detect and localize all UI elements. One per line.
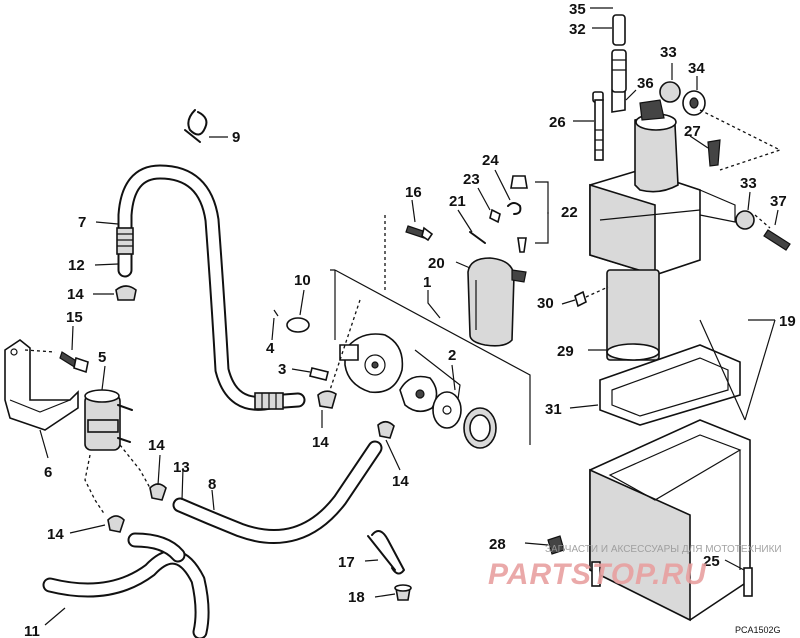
push-rods — [592, 14, 627, 161]
callout-29: 29 — [557, 343, 574, 360]
callout-14d: 14 — [148, 437, 165, 454]
callout-1: 1 — [423, 274, 431, 291]
callout-19: 19 — [779, 313, 796, 330]
callout-3: 3 — [278, 361, 286, 378]
watermark-caption: ЗАПЧАСТИ И АКСЕССУАРЫ ДЛЯ МОТОТЕХНИКИ — [545, 544, 782, 555]
callout-26: 26 — [549, 114, 566, 131]
callout-34: 34 — [688, 60, 705, 77]
callout-5: 5 — [98, 349, 106, 366]
callout-37: 37 — [770, 193, 787, 210]
callout-10: 10 — [294, 272, 311, 289]
bracket-screw-15 — [59, 351, 89, 374]
hose-clamp-9 — [184, 109, 208, 143]
callout-21: 21 — [449, 193, 466, 210]
watermark-brand: PARTSTOP.RU — [488, 558, 707, 591]
callout-13: 13 — [173, 459, 190, 476]
screw-30 — [574, 286, 609, 308]
grommets-and-bolts — [659, 81, 791, 251]
callout-15: 15 — [66, 309, 83, 326]
callout-31: 31 — [545, 401, 562, 418]
leader-lines — [39, 7, 779, 626]
callout-20: 20 — [428, 255, 445, 272]
fuel-pump-assembly-1 — [273, 215, 531, 449]
callout-labels: 35 32 33 34 36 26 27 33 37 9 7 12 14 15 … — [24, 1, 796, 638]
callout-14e: 14 — [47, 526, 64, 543]
callout-33b: 33 — [740, 175, 757, 192]
callout-28: 28 — [489, 536, 506, 553]
callout-35: 35 — [569, 1, 586, 18]
small-fasteners — [405, 175, 549, 253]
callout-14c: 14 — [392, 473, 409, 490]
callout-16: 16 — [405, 184, 422, 201]
filter-bracket-6 — [4, 339, 79, 431]
callout-36: 36 — [637, 75, 654, 92]
callout-32: 32 — [569, 21, 586, 38]
callout-4: 4 — [266, 340, 275, 357]
callout-14b: 14 — [312, 434, 329, 451]
callout-7: 7 — [78, 214, 86, 231]
fuel-hose-8 — [172, 440, 383, 544]
vapor-separator-assembly — [589, 87, 736, 361]
housing-19 — [547, 319, 776, 622]
callout-30: 30 — [537, 295, 554, 312]
gasket-31 — [599, 344, 741, 426]
callout-2: 2 — [448, 347, 456, 364]
callout-33: 33 — [660, 44, 677, 61]
callout-12: 12 — [68, 257, 85, 274]
fuel-hose-11 — [42, 532, 210, 638]
cover-20 — [467, 257, 527, 347]
callout-25: 25 — [703, 553, 720, 570]
watermark: ЗАПЧАСТИ И АКСЕССУАРЫ ДЛЯ МОТОТЕХНИКИ PA… — [488, 544, 782, 591]
callout-8: 8 — [208, 476, 216, 493]
hose-clamp-14 — [107, 285, 395, 533]
callout-17: 17 — [338, 554, 355, 571]
fuel-hose-7 — [116, 164, 306, 411]
callout-9: 9 — [232, 129, 240, 146]
figure-code: PCA1502G — [735, 625, 781, 635]
callout-18: 18 — [348, 589, 365, 606]
callout-6: 6 — [44, 464, 52, 481]
callout-14a: 14 — [67, 286, 84, 303]
clip-17-and-plug-18 — [367, 530, 412, 601]
callout-22: 22 — [561, 204, 578, 221]
callout-11: 11 — [24, 623, 40, 638]
callout-23: 23 — [463, 171, 480, 188]
callout-27: 27 — [684, 123, 701, 140]
fuel-filter-5 — [84, 389, 151, 516]
callout-24: 24 — [482, 152, 499, 169]
hose-fitting-12 — [116, 227, 134, 255]
